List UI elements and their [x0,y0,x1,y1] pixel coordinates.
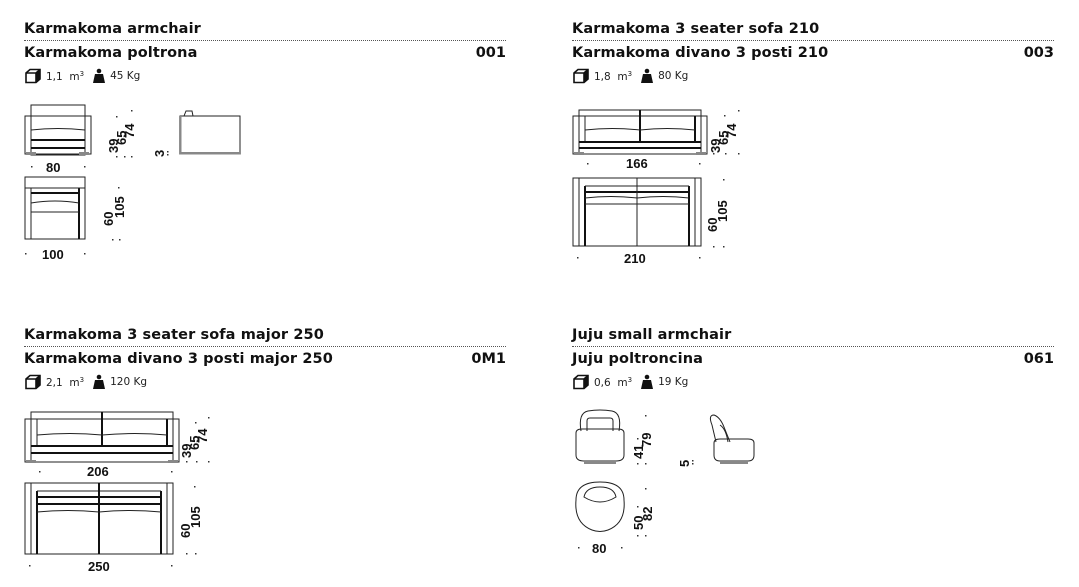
total-depth-label: 105 [715,200,730,222]
product-code: 061 [1023,351,1054,367]
top-width-label: 100 [42,247,64,262]
weight-value: 19 Kg [658,376,689,388]
product-code: 003 [1023,45,1054,61]
volume-number: 0,6 [594,376,611,389]
front-view [24,411,180,463]
front-height-labels: 39 65 74 [179,417,210,463]
seat-depth-label: 60 [178,524,193,538]
product-name-en: Karmakoma armchair [24,21,201,37]
product-code: 001 [475,45,506,61]
front-width-label: 80 [46,160,60,175]
weight-value: 45 Kg [110,70,141,82]
box-volume-icon [573,374,589,390]
dotted-separator [572,40,1054,41]
seat-depth-label: 60 [705,218,720,232]
front-height-labels: 39 65 74 [708,110,740,155]
total-depth-label: 105 [188,506,203,528]
arm-height-label: 65 [716,131,731,145]
top-width-label: 210 [624,251,646,266]
product-name-it: Juju poltroncina [572,351,704,367]
total-depth-label: 82 [640,507,655,521]
product-code: 0M1 [471,351,506,367]
seat-height-label: 39 [179,444,194,458]
total-height-label: 74 [195,428,210,443]
volume-value: 1,8 m3 [594,69,633,83]
front-view [24,104,92,156]
side-label: 5 [677,460,692,467]
top-view [575,481,625,532]
top-view [24,176,86,240]
dotted-separator [24,40,506,41]
front-height-labels: 39 65 74 [106,110,137,158]
box-volume-icon [25,68,41,84]
dotted-separator [572,346,1054,347]
total-height-label: 79 [639,433,654,447]
seat-height-label: 39 [708,139,723,153]
volume-number: 1,8 [594,70,611,83]
volume-value: 0,6 m3 [594,375,633,389]
front-height-labels: 41 79 [631,415,654,465]
front-width-label: 166 [626,156,648,171]
total-height-label: 74 [122,123,137,138]
product-specs: 1,1 m3 45 Kg [24,68,506,84]
technical-drawing-karmakoma-sofa-210: 166 39 65 74 210 60 105 [572,109,740,266]
top-depth-labels: 60 105 [705,179,730,248]
technical-drawing-karmakoma-armchair: 80 39 65 74 100 60 105 3 [24,104,241,262]
top-depth-labels: 50 82 [631,488,655,537]
product-card-karmakoma-sofa-210: Karmakoma 3 seater sofa 210 Karmakoma di… [572,20,1054,84]
front-width-label: 206 [87,464,109,479]
dotted-separator [24,346,506,347]
top-depth-labels: 60 105 [178,486,203,555]
top-view [572,177,702,247]
side-label: 3 [152,150,167,157]
weight-value: 120 Kg [110,376,148,388]
seat-height-label: 41 [631,445,646,459]
top-view [24,482,174,555]
product-name-en: Karmakoma 3 seater sofa major 250 [24,327,324,343]
volume-value: 1,1 m3 [46,69,85,83]
product-specs: 2,1 m3 120 Kg [24,374,506,390]
volume-number: 1,1 [46,70,63,83]
product-name-en: Karmakoma 3 seater sofa 210 [572,21,820,37]
weight-value: 80 Kg [658,70,689,82]
product-specs: 1,8 m3 80 Kg [572,68,1054,84]
top-width-label: 250 [88,559,110,574]
product-card-juju-small-armchair: Juju small armchair Juju poltroncina 061… [572,326,1054,390]
total-height-label: 74 [724,123,739,138]
box-volume-icon [573,68,589,84]
product-name-it: Karmakoma poltrona [24,45,198,61]
volume-value: 2,1 m3 [46,375,85,389]
weight-icon [641,68,654,83]
volume-number: 2,1 [46,376,63,389]
seat-depth-label: 50 [631,516,646,530]
total-depth-label: 105 [112,196,127,218]
product-card-karmakoma-sofa-major-250: Karmakoma 3 seater sofa major 250 Karmak… [24,326,506,390]
seat-depth-label: 60 [101,212,116,226]
weight-icon [93,68,106,83]
front-view [575,409,625,464]
weight-icon [641,374,654,389]
product-specs: 0,6 m3 19 Kg [572,374,1054,390]
technical-drawing-karmakoma-sofa-major-250: 206 39 65 74 250 60 105 [24,411,210,574]
product-name-en: Juju small armchair [572,327,732,343]
technical-drawing-juju-small-armchair: 41 79 5 50 82 80 [575,409,755,556]
product-card-karmakoma-armchair: Karmakoma armchair Karmakoma poltrona 00… [24,20,506,84]
side-view: 3 [152,110,241,157]
side-view: 5 [677,414,755,467]
front-view [572,109,708,155]
arm-height-label: 65 [187,436,202,450]
top-width-label: 80 [592,541,606,556]
top-depth-labels: 60 105 [101,187,127,241]
product-name-it: Karmakoma divano 3 posti 210 [572,45,829,61]
box-volume-icon [25,374,41,390]
seat-height-label: 39 [106,139,121,153]
product-name-it: Karmakoma divano 3 posti major 250 [24,351,333,367]
arm-height-label: 65 [114,131,129,145]
weight-icon [93,374,106,389]
